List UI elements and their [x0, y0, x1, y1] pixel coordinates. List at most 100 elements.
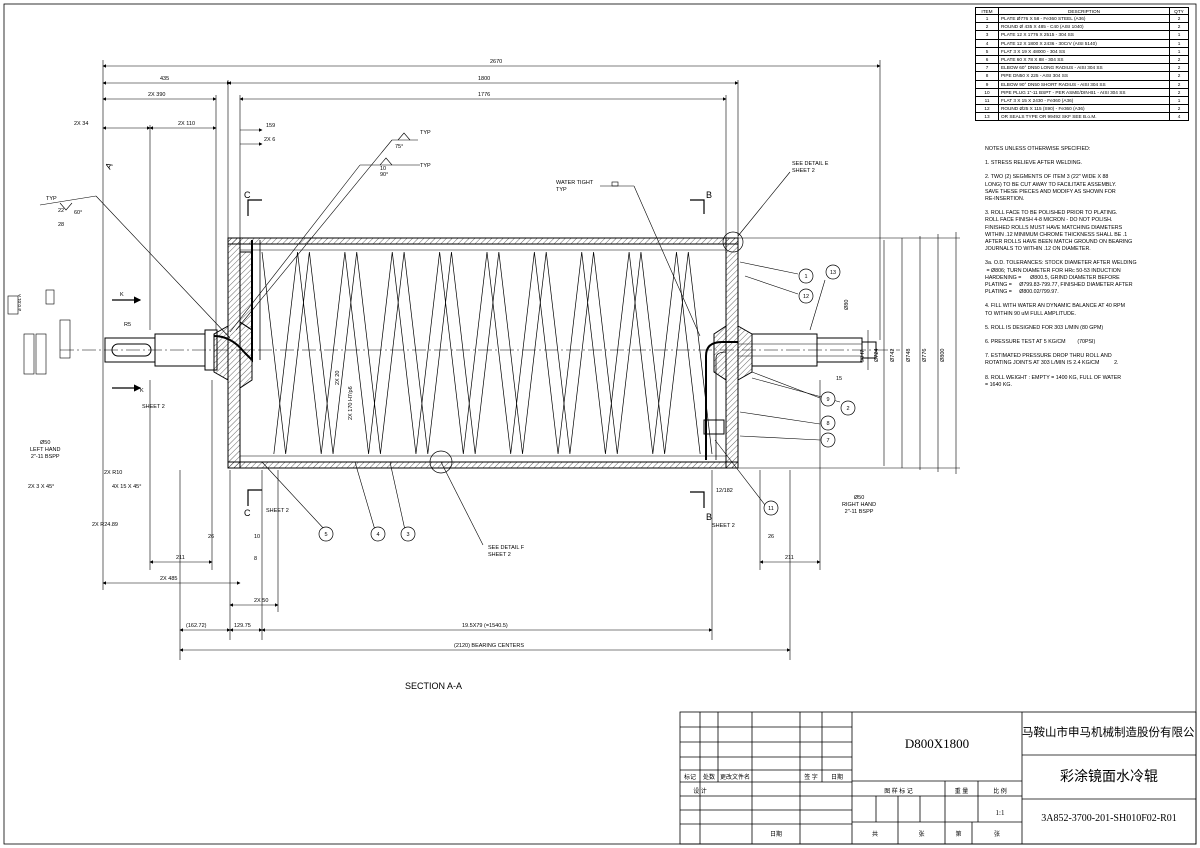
dim-2x485: 2X 485 — [160, 576, 177, 582]
bom-description: PIPE PLUG 1"-11 BSPT - PER ASME/DIN-B1 -… — [998, 87, 1170, 97]
typ-label-1: TYP — [420, 130, 431, 136]
bom-description: FLAT 3 X 19 X 48000 - 304 SS — [998, 46, 1170, 56]
right-hand-thread: Ø50 RIGHT HAND 2"-11 BSPP — [842, 495, 877, 515]
cut-b-top: B — [706, 190, 712, 200]
dim-26-left: 26 — [208, 534, 214, 540]
spiral-flat-line — [261, 251, 713, 455]
note-item: 4. FILL WITH WATER AN DYNAMIC BALANCE AT… — [985, 303, 1126, 317]
left-end-plate — [213, 237, 253, 469]
bom-description: PIPE DN50 X 225 - AISI 304 SS — [998, 71, 1170, 81]
bom-item-no: 5 — [975, 46, 999, 56]
weld-symbols — [39, 132, 634, 211]
dim-overall: 2670 — [490, 59, 502, 65]
dim-phi776: Ø776 — [922, 349, 928, 362]
item-balloon: 12 — [798, 288, 814, 304]
item-balloon: 9 — [820, 391, 836, 407]
note-item: 8. ROLL WEIGHT : EMPTY = 1400 KG, FULL O… — [985, 374, 1122, 388]
sheet-no-unit: 张 — [993, 832, 1000, 838]
dim-12-182: 12/182 — [716, 488, 733, 494]
dim-90f7: 90 f7 — [860, 350, 866, 362]
dim-2x6: 2X 6 — [264, 137, 275, 143]
bom-description: ELBOW 60° DN50 LONG RADIUS - AISI 304 SS — [998, 63, 1170, 73]
dim-phi800: Ø800 — [940, 349, 946, 362]
dim-2xr24: 2X R24.89 — [92, 522, 118, 528]
bom-description: PLATE 12 X 1776 X 2515 - 304 SS — [998, 30, 1170, 40]
part-name: 彩涂镜面水冷辊 — [1060, 770, 1158, 785]
sheet2-bottom: SHEET 2 — [266, 508, 289, 514]
bom-item-no: 1 — [975, 13, 999, 24]
bom-header-description: DESCRIPTION — [998, 7, 1170, 15]
bom-header-item: ITEM — [975, 7, 999, 15]
sheet2-right: SHEET 2 — [712, 523, 735, 529]
cut-a-top: A — [103, 161, 115, 171]
detail-circles — [429, 231, 744, 474]
sheet-total-unit: 张 — [918, 832, 925, 838]
bom-qty: 1 — [1169, 95, 1189, 106]
item-balloon: 2 — [840, 400, 856, 416]
datum-frames — [7, 289, 71, 375]
dim-2x50: 2X 50 — [254, 598, 268, 604]
dim-129: 129.75 — [234, 623, 251, 629]
roll-shell — [227, 237, 739, 469]
dim-phi724: Ø724 — [874, 349, 880, 362]
note-item: 2. TWO (2) SEGMENTS OF ITEM 3 (22" WIDE … — [985, 174, 1117, 203]
bom-description: ROUND Ø25 X 115 (S90) - Fe360 (A36) — [998, 104, 1170, 114]
bom-item-no: 8 — [975, 71, 999, 81]
bom-description: PLATE 12 X 1800 X 2436 - 30CrV (AISI 514… — [998, 38, 1170, 48]
bom-item-no: 11 — [975, 95, 999, 106]
dim-2x20: 2X 20 — [335, 371, 341, 385]
notes-block: NOTES UNLESS OTHERWISE SPECIFIED: 1. STR… — [985, 146, 1190, 389]
dim-pitch: 19.5X79 (=1540.5) — [462, 623, 508, 629]
dim-211-right: 211 — [785, 555, 794, 561]
rev-header-date: 日期 — [830, 775, 843, 781]
date-label: 日期 — [769, 832, 782, 838]
cut-k-top: K — [120, 292, 124, 298]
dim-phi748: Ø748 — [906, 349, 912, 362]
rev-header-file: 更改文件名 — [719, 775, 750, 781]
bom-description: FLAT 3 X 15 X 2430 - Fe360 (A36) — [998, 95, 1170, 106]
bom-item-no: 13 — [975, 112, 999, 122]
item-balloon: 1 — [798, 268, 814, 284]
bom-item-no: 3 — [975, 30, 999, 40]
weld-22: 22 — [58, 208, 64, 214]
sheet-total-label: 共 — [871, 832, 878, 838]
balloon-number: 2 — [846, 406, 849, 412]
scale-label: 比 例 — [993, 789, 1007, 795]
dim-left-a: 435 — [160, 76, 169, 82]
water-tight-callout: WATER TIGHT TYP — [556, 180, 594, 193]
bom-description: PLATE 60 X 78 X 88 - 304 SS — [998, 54, 1170, 65]
notes-header: NOTES UNLESS OTHERWISE SPECIFIED: — [985, 146, 1091, 152]
designer-label: 设 计 — [693, 789, 707, 795]
diameter-dimensions — [738, 232, 960, 474]
balloon-number: 5 — [324, 532, 327, 538]
sheet-border — [3, 3, 1197, 845]
angle-75: 75° — [395, 144, 403, 150]
dim-2xr10: 2X R10 — [104, 470, 122, 476]
bom-item-no: 2 — [975, 22, 999, 32]
datum-side-text: ⌀ 0.01 A — [17, 293, 22, 311]
dim-inner: 1776 — [478, 92, 490, 98]
bom-qty: 2 — [1169, 13, 1189, 24]
bom-qty: 2 — [1169, 22, 1189, 32]
stage-mark-label: 图 样 标 记 — [884, 789, 913, 795]
angle-90: 90° — [380, 172, 388, 178]
balloon-number: 11 — [768, 506, 774, 512]
left-hand-thread: Ø50 LEFT HAND 2"-11 BSPP — [30, 440, 61, 460]
sheet-no-label: 第 — [955, 832, 962, 838]
dim-r5: R5 — [124, 322, 131, 328]
bom-item-no: 9 — [975, 79, 999, 89]
cut-k-bottom: K — [140, 388, 144, 394]
item-balloon: 13 — [825, 264, 841, 280]
typ-label-2: TYP — [420, 163, 431, 169]
note-item: 5. ROLL IS DESIGNED FOR 303 L/MIN (80 GP… — [985, 324, 1104, 331]
dimension-labels: 2670 1800 1776 435 2X 390 2X 34 2X 110 1… — [17, 59, 946, 691]
bom-qty: 2 — [1169, 104, 1189, 114]
